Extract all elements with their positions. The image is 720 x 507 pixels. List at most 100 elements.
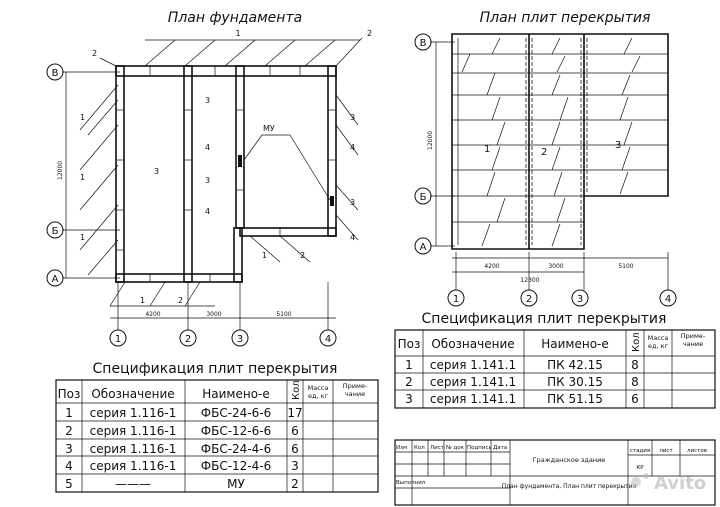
- axis-3: 3: [237, 334, 243, 345]
- spec-right-title: Спецификация плит перекрытия: [422, 311, 667, 327]
- avito-watermark: Avito: [631, 473, 706, 494]
- tb-col-sign: Подпись: [467, 445, 492, 451]
- spec-right-row-qty: 8: [631, 375, 639, 389]
- spec-left-row-pos: 3: [65, 442, 73, 456]
- tb-sheet-header: лист: [659, 448, 673, 454]
- tb-col-kol: Кол: [414, 445, 425, 451]
- spec-right-header-qty: Кол: [631, 332, 642, 352]
- spec-left-title: Спецификация плит перекрытия: [93, 361, 338, 377]
- label-2: 2: [92, 49, 97, 58]
- spec-right-row-pos: 2: [405, 375, 413, 389]
- spec-right-row-qty: 6: [631, 392, 639, 406]
- foundation-plan: План фундамента: [46, 10, 372, 347]
- spec-right-row-name: ПК 51.15: [547, 392, 603, 406]
- tb-col-doc: № док: [446, 445, 465, 451]
- slab-axis-a: А: [420, 242, 427, 253]
- axis-a: А: [52, 274, 59, 285]
- label-4: 4: [350, 233, 355, 242]
- spec-left-row-designation: ———: [115, 477, 151, 491]
- title-block: Изм Кол Лист № док Подпись Дата Выполнил…: [394, 439, 716, 506]
- spec-left-header-qty: Кол: [291, 380, 302, 400]
- spec-left-row-pos: 5: [65, 477, 73, 491]
- slab-label-3: 3: [615, 140, 621, 151]
- spec-right-row-name: ПК 30.15: [547, 375, 603, 389]
- label-2: 2: [178, 296, 183, 305]
- slab-plan: План плит перекрытия: [414, 10, 677, 307]
- slab-height-dimension: 12000: [427, 131, 434, 150]
- axis-b: Б: [52, 226, 59, 237]
- label-1: 1: [262, 251, 267, 260]
- spec-right-row-qty: 8: [631, 358, 639, 372]
- slab-axis-v: В: [420, 38, 427, 49]
- tb-col-date: Дата: [493, 445, 507, 451]
- label-1: 1: [80, 233, 85, 242]
- slab-label-1: 1: [484, 144, 490, 155]
- tb-drawing: План фундамента, План плит перекрытия: [502, 483, 637, 490]
- spec-right-row-designation: серия 1.141.1: [430, 375, 516, 389]
- spec-right-row-pos: 1: [405, 358, 413, 372]
- spec-left-row-qty: 3: [291, 459, 299, 473]
- spec-left-row-qty: 6: [291, 442, 299, 456]
- slab-plan-title: План плит перекрытия: [480, 10, 651, 26]
- label-4: 4: [205, 207, 210, 216]
- label-3: 3: [350, 198, 355, 207]
- spec-table-right: Спецификация плит перекрытия Поз Обознач…: [394, 311, 716, 409]
- label-3: 3: [154, 167, 159, 176]
- dim-3000: 3000: [206, 311, 221, 318]
- slab-axis-2: 2: [526, 294, 532, 305]
- spec-left-row-designation: серия 1.116-1: [90, 459, 177, 473]
- spec-left-header-designation: Обозначение: [91, 387, 174, 401]
- height-dimension: 12000: [57, 161, 64, 180]
- spec-left-header-pos: Поз: [58, 387, 81, 401]
- label-1: 1: [80, 113, 85, 122]
- axis-1: 1: [115, 334, 121, 345]
- spec-right-row-designation: серия 1.141.1: [430, 358, 516, 372]
- spec-left-row-designation: серия 1.116-1: [90, 424, 177, 438]
- slab-dim-4200: 4200: [484, 263, 499, 270]
- label-4: 4: [350, 143, 355, 152]
- slab-axis-b: Б: [420, 192, 427, 203]
- dim-5100: 5100: [276, 311, 291, 318]
- spec-right-header-designation: Обозначение: [431, 337, 514, 351]
- label-2: 2: [367, 29, 372, 38]
- spec-left-row-qty: 17: [287, 406, 302, 420]
- axis-v: В: [52, 68, 59, 79]
- tb-stage-value: КР: [636, 465, 644, 471]
- spec-right-header-pos: Поз: [398, 337, 421, 351]
- spec-left-row-designation: серия 1.116-1: [90, 406, 177, 420]
- spec-left-row-name: ФБС-24-6-6: [201, 406, 271, 420]
- spec-right-row-name: ПК 42.15: [547, 358, 603, 372]
- tb-executed: Выполнил: [396, 480, 426, 486]
- spec-left-row-name: ФБС-24-4-6: [201, 442, 271, 456]
- tb-col-izm: Изм: [396, 445, 407, 451]
- spec-left-row-name: ФБС-12-6-6: [201, 424, 271, 438]
- dim-4200: 4200: [145, 311, 160, 318]
- tb-sheets-header: листов: [687, 448, 707, 454]
- foundation-plan-title: План фундамента: [168, 10, 302, 26]
- label-1: 1: [80, 173, 85, 182]
- spec-table-left: Спецификация плит перекрытия Поз Обознач…: [55, 361, 379, 493]
- watermark-text: Avito: [654, 473, 706, 494]
- tb-stage-header: стадия: [630, 448, 650, 454]
- axis-4: 4: [325, 334, 331, 345]
- spec-left-row-qty: 6: [291, 424, 299, 438]
- spec-right-row-designation: серия 1.141.1: [430, 392, 516, 406]
- slab-axis-4: 4: [665, 294, 671, 305]
- spec-left-row-pos: 4: [65, 459, 73, 473]
- spec-left-header-note: Приме-чание: [343, 382, 368, 398]
- spec-left-header-name: Наимено-е: [202, 387, 270, 401]
- label-3: 3: [350, 113, 355, 122]
- slab-dim-5100: 5100: [618, 263, 633, 270]
- tb-project: Гражданское здание: [533, 456, 606, 464]
- label-4: 4: [205, 143, 210, 152]
- spec-left-row-pos: 2: [65, 424, 73, 438]
- slab-dim-3000: 3000: [548, 263, 563, 270]
- label-1: 1: [140, 296, 145, 305]
- slab-axis-1: 1: [453, 294, 459, 305]
- spec-right-row-pos: 3: [405, 392, 413, 406]
- spec-left-row-name: ФБС-12-4-6: [201, 459, 271, 473]
- slab-label-2: 2: [541, 147, 547, 158]
- axis-2: 2: [185, 334, 191, 345]
